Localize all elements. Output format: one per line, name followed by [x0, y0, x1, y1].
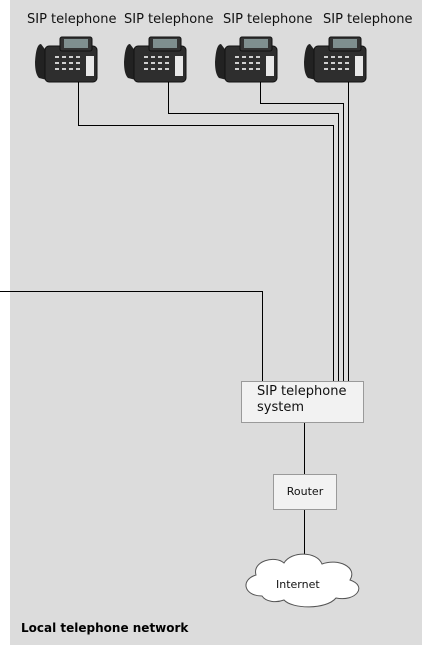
router-box: Router: [273, 474, 337, 510]
phone-label-2: SIP telephone: [124, 12, 213, 27]
phone-label-1: SIP telephone: [27, 12, 116, 27]
telephone-2-icon: [124, 37, 186, 82]
phone-3-wire: [261, 82, 344, 381]
external-line-wire: [0, 292, 263, 382]
phone-label-3: SIP telephone: [223, 12, 312, 27]
internet-label: Internet: [276, 578, 320, 591]
system-label-line-2: system: [257, 400, 363, 416]
phone-label-4: SIP telephone: [323, 12, 412, 27]
phone-2-wire: [169, 82, 339, 381]
network-caption: Local telephone network: [21, 621, 188, 635]
phone-1-wire: [79, 82, 334, 381]
telephone-4-icon: [304, 37, 366, 82]
telephone-1-icon: [35, 37, 97, 82]
system-label-line-1: SIP telephone: [257, 384, 363, 400]
router-label: Router: [287, 485, 323, 498]
sip-telephone-system-box: SIP telephone system: [241, 381, 364, 423]
telephone-3-icon: [215, 37, 277, 82]
